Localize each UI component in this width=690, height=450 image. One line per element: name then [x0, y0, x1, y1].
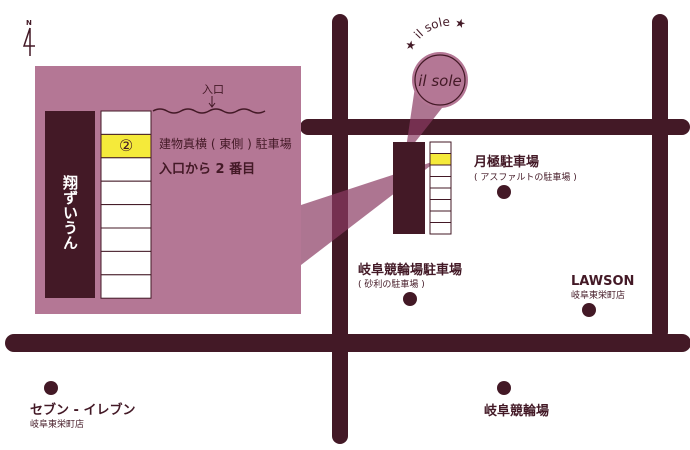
parking-slot — [100, 204, 152, 229]
parking-slots-inset — [100, 110, 152, 299]
place-name-keirin: 岐阜競輪場 — [484, 403, 549, 419]
parking-slot — [429, 210, 452, 223]
parking-slot — [100, 250, 152, 276]
entrance-label: 入口 — [202, 83, 224, 96]
place-sub-monthly-parking: ( アスファルトの駐車場 ) — [474, 171, 577, 183]
parking-slot — [429, 187, 452, 200]
slot-number: ② — [119, 136, 133, 155]
parking-slot — [429, 141, 452, 154]
parking-slot — [429, 222, 452, 235]
place-sub-keirin-parking: ( 砂利の駐車場 ) — [358, 278, 425, 290]
parking-slots-map — [429, 141, 452, 235]
place-marker — [497, 381, 511, 395]
entrance-wavy-line — [152, 108, 266, 114]
compass-label: N — [26, 19, 32, 27]
il-sole-logo-text: il sole — [418, 72, 462, 90]
place-marker — [403, 292, 417, 306]
parking-slot — [100, 180, 152, 206]
place-name-monthly-parking: 月極駐車場 — [473, 154, 539, 170]
building-shozuiun — [45, 111, 95, 298]
parking-slot — [100, 157, 152, 182]
building-label: 翔ずいうん — [61, 174, 79, 250]
parking-slot — [100, 110, 152, 135]
place-marker — [582, 303, 596, 317]
north-compass-icon: N — [22, 19, 35, 56]
parking-slot — [100, 227, 152, 252]
entrance-arrow-icon — [208, 96, 216, 108]
parking-slot-highlighted — [429, 153, 452, 166]
place-sub-seven-eleven: 岐阜東栄町店 — [30, 418, 84, 430]
place-name-keirin-parking: 岐阜競輪場駐車場 — [358, 262, 462, 278]
il-sole-logo — [412, 52, 468, 108]
place-sub-lawson: 岐阜東栄町店 — [571, 289, 625, 301]
place-name-lawson: LAWSON — [571, 274, 634, 289]
parking-slot — [429, 164, 452, 177]
place-name-seven-eleven: セブン - イレブン — [30, 402, 135, 418]
place-marker — [44, 381, 58, 395]
building-on-map — [393, 142, 425, 234]
inset-description-1: 建物真横 ( 東側 ) 駐車場 — [159, 136, 292, 151]
parking-slot — [429, 199, 452, 212]
parking-slot — [429, 176, 452, 189]
il-sole-arc-label: ★ il sole ★ — [402, 15, 468, 54]
parking-slot — [100, 274, 152, 299]
place-marker — [497, 185, 511, 199]
inset-description-2: 入口から 2 番目 — [159, 161, 255, 177]
